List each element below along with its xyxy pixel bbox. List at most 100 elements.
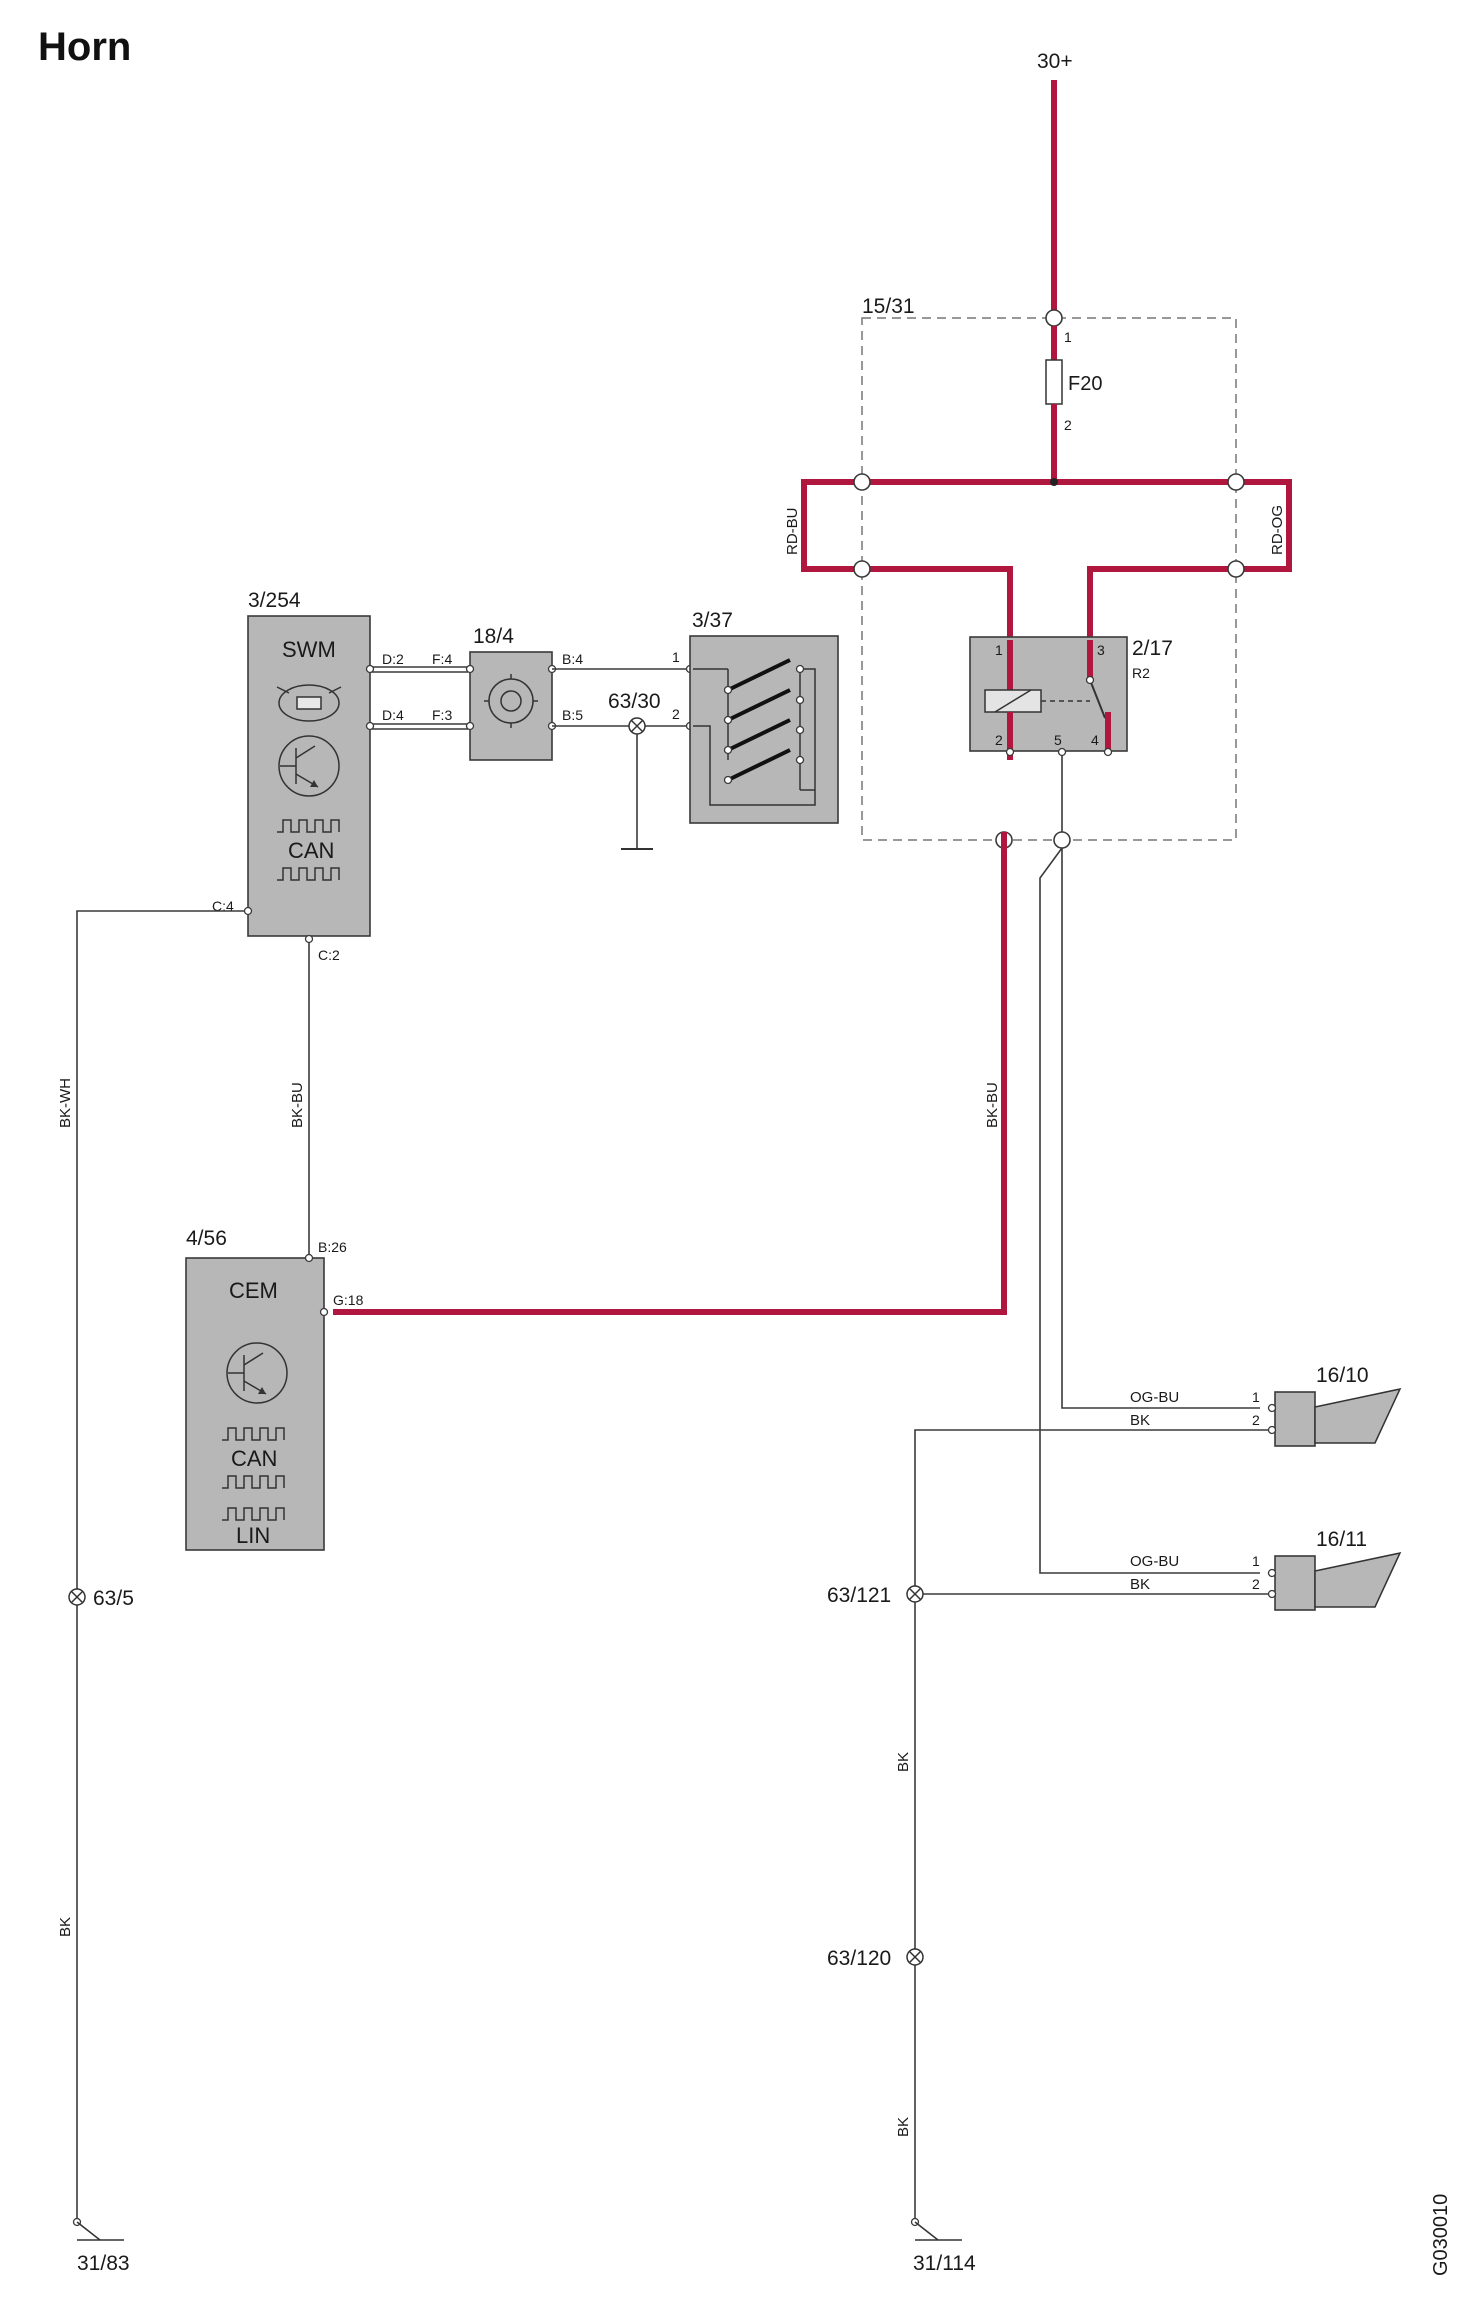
- ground-63-5-label: 63/5: [93, 1587, 134, 1610]
- steering-wheel-module: [247, 615, 371, 937]
- swm-pin-d2: D:2: [382, 651, 404, 667]
- horn-16-10-ground-wire: [914, 1429, 1269, 2226]
- relay-pin-4: 4: [1091, 732, 1099, 748]
- horn-16-11-pin-1: 1: [1252, 1553, 1260, 1569]
- ground-point-63-5-icon: [68, 1588, 86, 1606]
- box-exit-node: [1053, 831, 1071, 849]
- connector-pin: [1267, 1589, 1277, 1599]
- horn-16-10-wire-2: BK: [1130, 1412, 1150, 1429]
- central-electronic-module: [185, 1257, 325, 1551]
- relay-terminal: [1057, 747, 1067, 757]
- swm-pin-c2: C:2: [318, 947, 340, 963]
- horn-16-10-pin-2: 2: [1252, 1412, 1260, 1428]
- horn-16-10-icon: [1314, 1387, 1402, 1444]
- swm-id: 3/254: [248, 589, 301, 612]
- relay-contact-pivot: [1085, 675, 1095, 685]
- fuse-label: F20: [1068, 373, 1102, 395]
- connector-pin: [304, 1253, 314, 1263]
- clock-spring-icon: [484, 674, 538, 728]
- bus-junction: [1050, 478, 1058, 486]
- horn-switch-pin-2: 2: [672, 706, 680, 722]
- relay-pin-1: 1: [995, 642, 1003, 658]
- relay-pin-2: 2: [995, 732, 1003, 748]
- supply-label: 30+: [1037, 50, 1073, 73]
- cem-can-label: CAN: [231, 1446, 277, 1471]
- horn-16-11-wire-1: OG-BU: [1130, 1553, 1179, 1570]
- clock-spring-pin-f4: F:4: [432, 651, 452, 667]
- horn-16-10-id: 16/10: [1316, 1364, 1369, 1387]
- clock-spring-pin-f3: F:3: [432, 707, 452, 723]
- diagram-code: G030010: [1430, 2194, 1452, 2276]
- relay-coil-slash: [994, 689, 1032, 713]
- horn-16-11-id: 16/11: [1316, 1528, 1367, 1551]
- horn-switch-contacts-icon: [693, 658, 816, 806]
- connector-pin: [1267, 1425, 1277, 1435]
- ground-63-120-label: 63/120: [827, 1947, 891, 1970]
- relay-pin-5: 5: [1054, 732, 1062, 748]
- ground-31-114-icon: [910, 2217, 962, 2241]
- wire-color-bk-left: BK: [57, 1917, 74, 1937]
- bus-node: [1227, 473, 1245, 491]
- clock-spring-id: 18/4: [473, 625, 514, 648]
- rd-bu-loop: [801, 479, 862, 572]
- horn-16-11-pin-2: 2: [1252, 1576, 1260, 1592]
- connector-pin: [243, 906, 253, 916]
- horn-relay: [969, 636, 1128, 752]
- fuse-pin-out: 2: [1064, 417, 1072, 433]
- wire-color-bk-right-lower: BK: [895, 2117, 912, 2137]
- wire-color-bk-right-upper: BK: [895, 1752, 912, 1772]
- ground-31-114-label: 31/114: [913, 2252, 976, 2275]
- fuse-box-id: 15/31: [862, 295, 915, 318]
- fuse-pin-in: 1: [1064, 329, 1072, 345]
- ground-31-83-label: 31/83: [77, 2252, 130, 2275]
- horn-switch-pin-1: 1: [672, 649, 680, 665]
- wire-color-rd-og: RD-OG: [1269, 505, 1286, 555]
- horn-16-11-icon: [1314, 1551, 1402, 1608]
- cem-can-bus-icon: [222, 1427, 285, 1489]
- swm-pin-d4: D:4: [382, 707, 404, 723]
- relay-to-cem-wire: [333, 832, 1007, 1315]
- horn-16-11-wire-2: BK: [1130, 1576, 1150, 1593]
- airbag-icon: [276, 684, 342, 722]
- horn-switch: [689, 635, 839, 824]
- cem-id: 4/56: [186, 1227, 227, 1250]
- connector-pin: [465, 721, 475, 731]
- relay-to-horn-16-11-wire: [1039, 847, 1260, 1574]
- relay-terminal: [1103, 747, 1113, 757]
- wire-color-bk-wh: BK-WH: [57, 1078, 74, 1128]
- supply-node: [1045, 309, 1063, 327]
- transistor-icon: [278, 735, 340, 797]
- relay-sub: R2: [1132, 665, 1150, 681]
- horn-16-11-connector: [1274, 1555, 1316, 1611]
- wire-color-rd-bu: RD-BU: [784, 508, 801, 556]
- cem-pin-b26: B:26: [318, 1239, 347, 1255]
- connector-pin: [365, 664, 375, 674]
- connector-pin: [1267, 1568, 1277, 1578]
- relay-terminal: [1005, 747, 1015, 757]
- wire-color-bk-bu-relay: BK-BU: [984, 1082, 1001, 1128]
- cem-name: CEM: [229, 1278, 278, 1303]
- swm-ground-wire: [76, 910, 248, 2226]
- bus-node: [853, 473, 871, 491]
- cem-lin-label: LIN: [236, 1523, 270, 1548]
- ground-63-121-label: 63/121: [827, 1584, 891, 1607]
- page-title: Horn: [38, 25, 131, 69]
- ground-31-83-icon: [72, 2217, 124, 2241]
- ground-63-30-label: 63/30: [608, 690, 661, 713]
- bus-node: [1227, 560, 1245, 578]
- ground-point-63-120-icon: [906, 1948, 924, 1966]
- clock-spring: [469, 651, 553, 761]
- wire-color-bk-bu-cem: BK-BU: [289, 1082, 306, 1128]
- connector-pin: [365, 721, 375, 731]
- bus-node: [853, 560, 871, 578]
- relay-to-horn-16-10-wire: [1061, 848, 1260, 1409]
- can-bus-icon: [277, 819, 340, 881]
- relay-pin-3: 3: [1097, 642, 1105, 658]
- horn-switch-id: 3/37: [692, 609, 733, 632]
- fuse-f20-symbol: [1045, 359, 1063, 405]
- connector-pin: [304, 934, 314, 944]
- ground-point-63-121-icon: [906, 1585, 924, 1603]
- relay-contact-arm: [1089, 679, 1106, 719]
- ground-point-63-30-icon: [628, 717, 646, 735]
